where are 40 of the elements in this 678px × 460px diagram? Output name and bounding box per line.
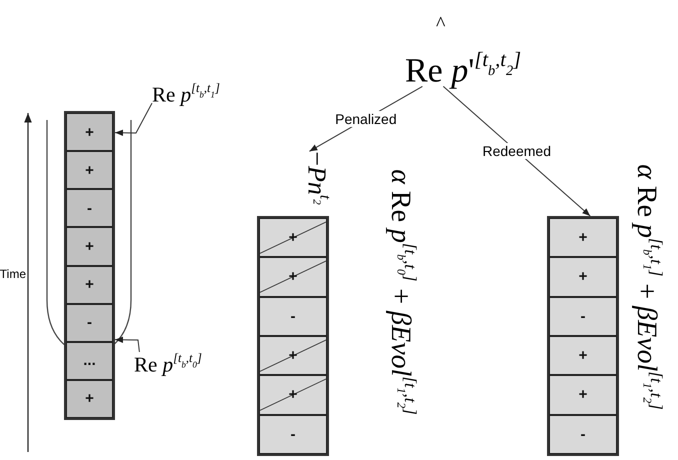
- arrow: [442, 86, 591, 216]
- axis-label: Time: [0, 268, 26, 280]
- sign-cell: [66, 227, 113, 266]
- sign-text: -: [580, 426, 586, 443]
- sign-text: +: [578, 229, 588, 246]
- sign-text: +: [85, 390, 94, 408]
- sign-cell: [259, 296, 327, 336]
- sign-text: +: [578, 268, 588, 286]
- sign-text: -: [290, 426, 296, 443]
- cell-column: [257, 216, 329, 456]
- sign-text: -: [87, 200, 92, 217]
- sign-cell: [66, 342, 113, 380]
- sign-cell: [549, 218, 617, 258]
- edge-label: Penalized: [333, 110, 399, 127]
- sign-text: +: [85, 124, 94, 141]
- sign-text: +: [578, 386, 588, 404]
- sign-text: -: [87, 314, 92, 332]
- sign-cell: [66, 266, 113, 304]
- leader-line: [114, 336, 140, 352]
- sign-cell: [259, 414, 327, 454]
- sign-text: -: [580, 308, 586, 325]
- sign-cell: [549, 336, 617, 376]
- leader-line: [114, 102, 152, 136]
- sign-text: +: [578, 347, 588, 364]
- sign-text: -: [290, 308, 296, 325]
- sign-text: ...: [83, 352, 96, 370]
- sign-cell: [66, 380, 113, 418]
- sign-text: +: [85, 276, 94, 294]
- sign-text: +: [85, 238, 94, 255]
- sign-cell: [66, 189, 113, 228]
- sign-cell: [549, 375, 617, 415]
- sign-text: +: [85, 162, 94, 179]
- sign-cell: [66, 304, 113, 342]
- sign-cell: [549, 296, 617, 336]
- sign-cell: [66, 113, 113, 152]
- sign-cell: [549, 414, 617, 454]
- cell-column: [547, 216, 619, 456]
- sign-cell: [549, 257, 617, 297]
- sign-cell: [66, 151, 113, 190]
- cell-column: [64, 111, 115, 420]
